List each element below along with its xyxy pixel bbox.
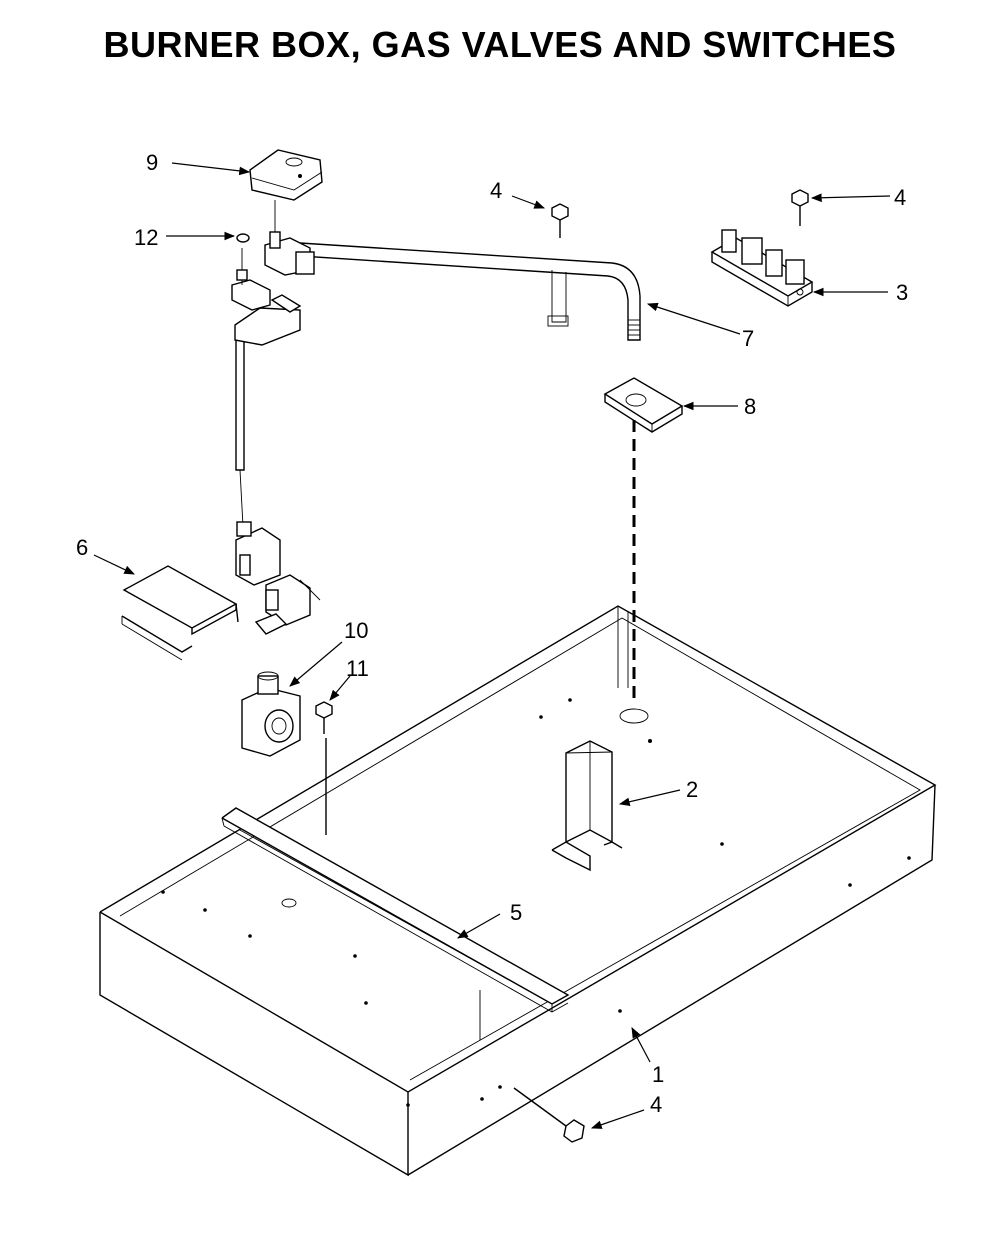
callout-1: 1 — [652, 1062, 664, 1087]
mounting-plate-part — [603, 377, 684, 433]
callout-10: 10 — [344, 618, 368, 643]
valve-assembly — [231, 200, 321, 635]
callout-12: 12 — [134, 225, 158, 250]
callout-3: 3 — [896, 280, 908, 305]
callout-2: 2 — [686, 777, 698, 802]
manifold-pipe-part — [299, 242, 641, 341]
clip-part — [236, 233, 250, 243]
screw-top-right-part — [791, 189, 809, 226]
diagram-title: BURNER BOX, GAS VALVES AND SWITCHES — [103, 24, 897, 65]
switch-part — [249, 149, 323, 201]
screw-top-middle-part — [551, 203, 569, 238]
regulator-part — [241, 671, 301, 757]
burner-box-part — [99, 605, 937, 1177]
callout-arrows — [93, 162, 891, 1129]
bracket-part — [551, 740, 623, 872]
callout-4-top-middle: 4 — [490, 178, 502, 203]
callout-11: 11 — [346, 656, 369, 681]
callout-5: 5 — [510, 900, 522, 925]
callout-9: 9 — [146, 150, 158, 175]
callout-6: 6 — [76, 535, 88, 560]
channel-rail-part — [221, 807, 570, 1013]
callout-8: 8 — [744, 394, 756, 419]
screw-part — [315, 701, 333, 835]
shield-part — [121, 565, 239, 661]
callout-7: 7 — [742, 326, 754, 351]
screw-bottom-part — [513, 1087, 585, 1143]
callout-4-top-right: 4 — [894, 185, 906, 210]
callout-4-bottom: 4 — [650, 1092, 662, 1117]
callout-labels: 9 12 4 4 3 7 8 6 10 11 2 5 1 4 — [76, 150, 908, 1117]
spark-module-part — [710, 229, 814, 307]
